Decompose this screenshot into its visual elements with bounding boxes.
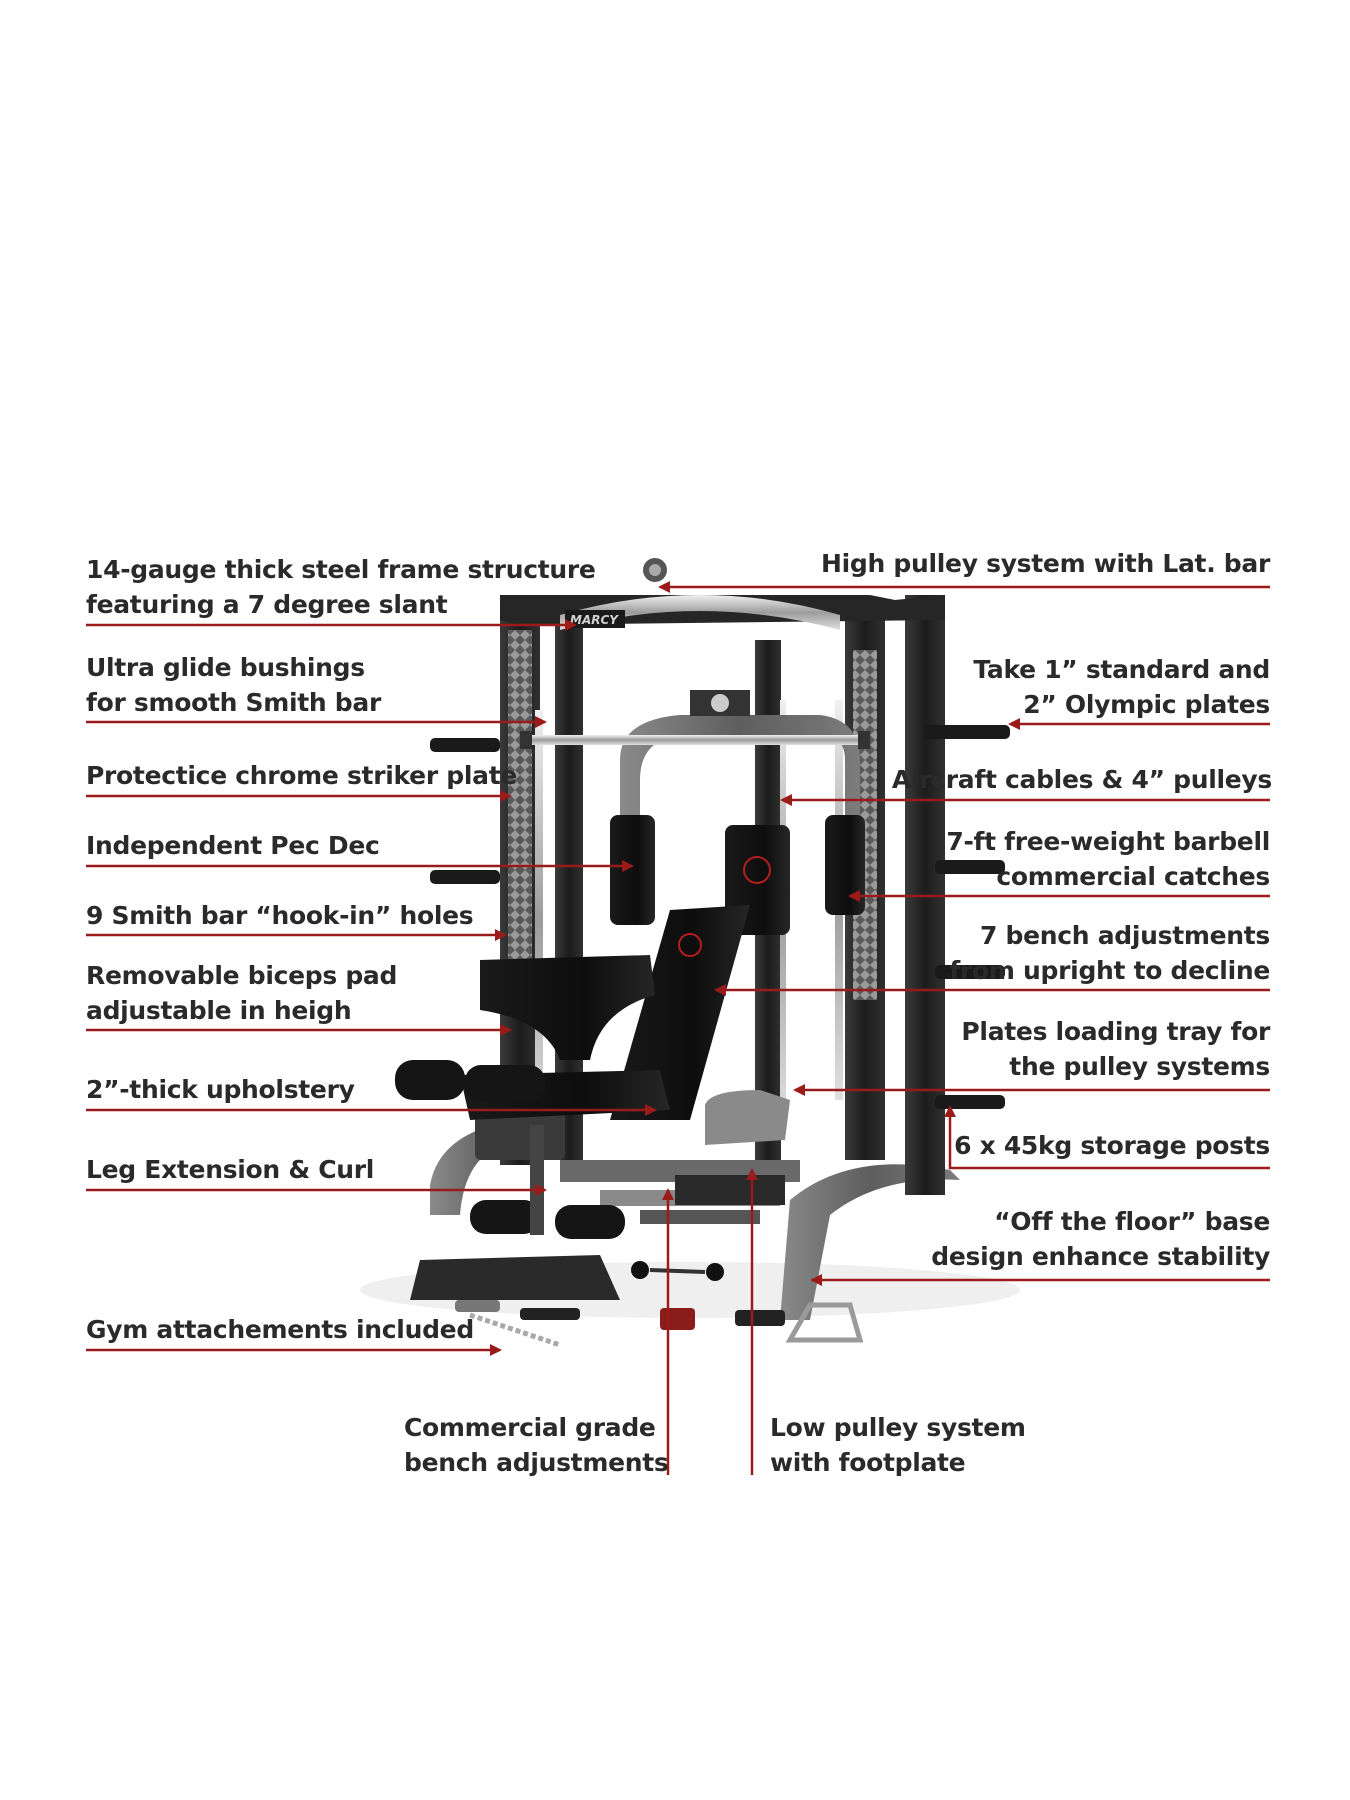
bench-backrest [610, 905, 750, 1120]
callout-high-pulley: High pulley system with Lat. bar [821, 549, 1270, 578]
callout-off-floor-base: “Off the floor” base design enhance stab… [931, 1207, 1270, 1271]
callout-leg-extension: Leg Extension & Curl [86, 1155, 375, 1184]
chrome-striker-plate [508, 630, 532, 960]
leg-roller-bottom-right [555, 1205, 625, 1239]
callout-upholstery: 2”-thick upholstery [86, 1075, 355, 1104]
callout-barbell-catches: 7-ft free-weight barbell commercial catc… [946, 827, 1270, 891]
biceps-pad [480, 955, 655, 1060]
callout-aircraft-cables: Aircraft cables & 4” pulleys [891, 765, 1272, 794]
callout-loading-tray: Plates loading tray for the pulley syste… [961, 1017, 1270, 1081]
storage-posts [430, 725, 1010, 1109]
callout-plates: Take 1” standard and 2” Olympic plates [973, 655, 1270, 719]
pec-dec-arms [620, 715, 860, 860]
callout-biceps-pad: Removable biceps pad adjustable in heigh [86, 961, 398, 1025]
smith-bar [530, 735, 860, 745]
leg-roller-bottom-left [470, 1200, 540, 1234]
lat-bar [560, 595, 840, 630]
footplate [705, 1090, 790, 1145]
leader-right-7 [944, 1105, 1270, 1170]
top-frame: MARCY [500, 558, 945, 630]
logo-text: MARCY [570, 613, 619, 627]
callout-pec-dec: Independent Pec Dec [86, 831, 380, 860]
callout-hook-in-holes: 9 Smith bar “hook-in” holes [86, 901, 474, 930]
callout-bench-adjustments: 7 bench adjustments from upright to decl… [949, 921, 1270, 985]
callout-frame-structure: 14-gauge thick steel frame structure fea… [86, 555, 596, 619]
callout-gym-attachments: Gym attachements included [86, 1315, 474, 1344]
callout-low-pulley: Low pulley system with footplate [770, 1413, 1026, 1477]
leg-roller-top-left [395, 1060, 465, 1100]
callout-glide-bushings: Ultra glide bushings for smooth Smith ba… [86, 653, 381, 717]
leg-roller-top-right [465, 1065, 545, 1101]
callout-storage-posts: 6 x 45kg storage posts [954, 1131, 1270, 1160]
callout-commercial-bench: Commercial grade bench adjustments [404, 1413, 669, 1477]
callout-striker-plate: Protectice chrome striker plate [86, 761, 517, 790]
